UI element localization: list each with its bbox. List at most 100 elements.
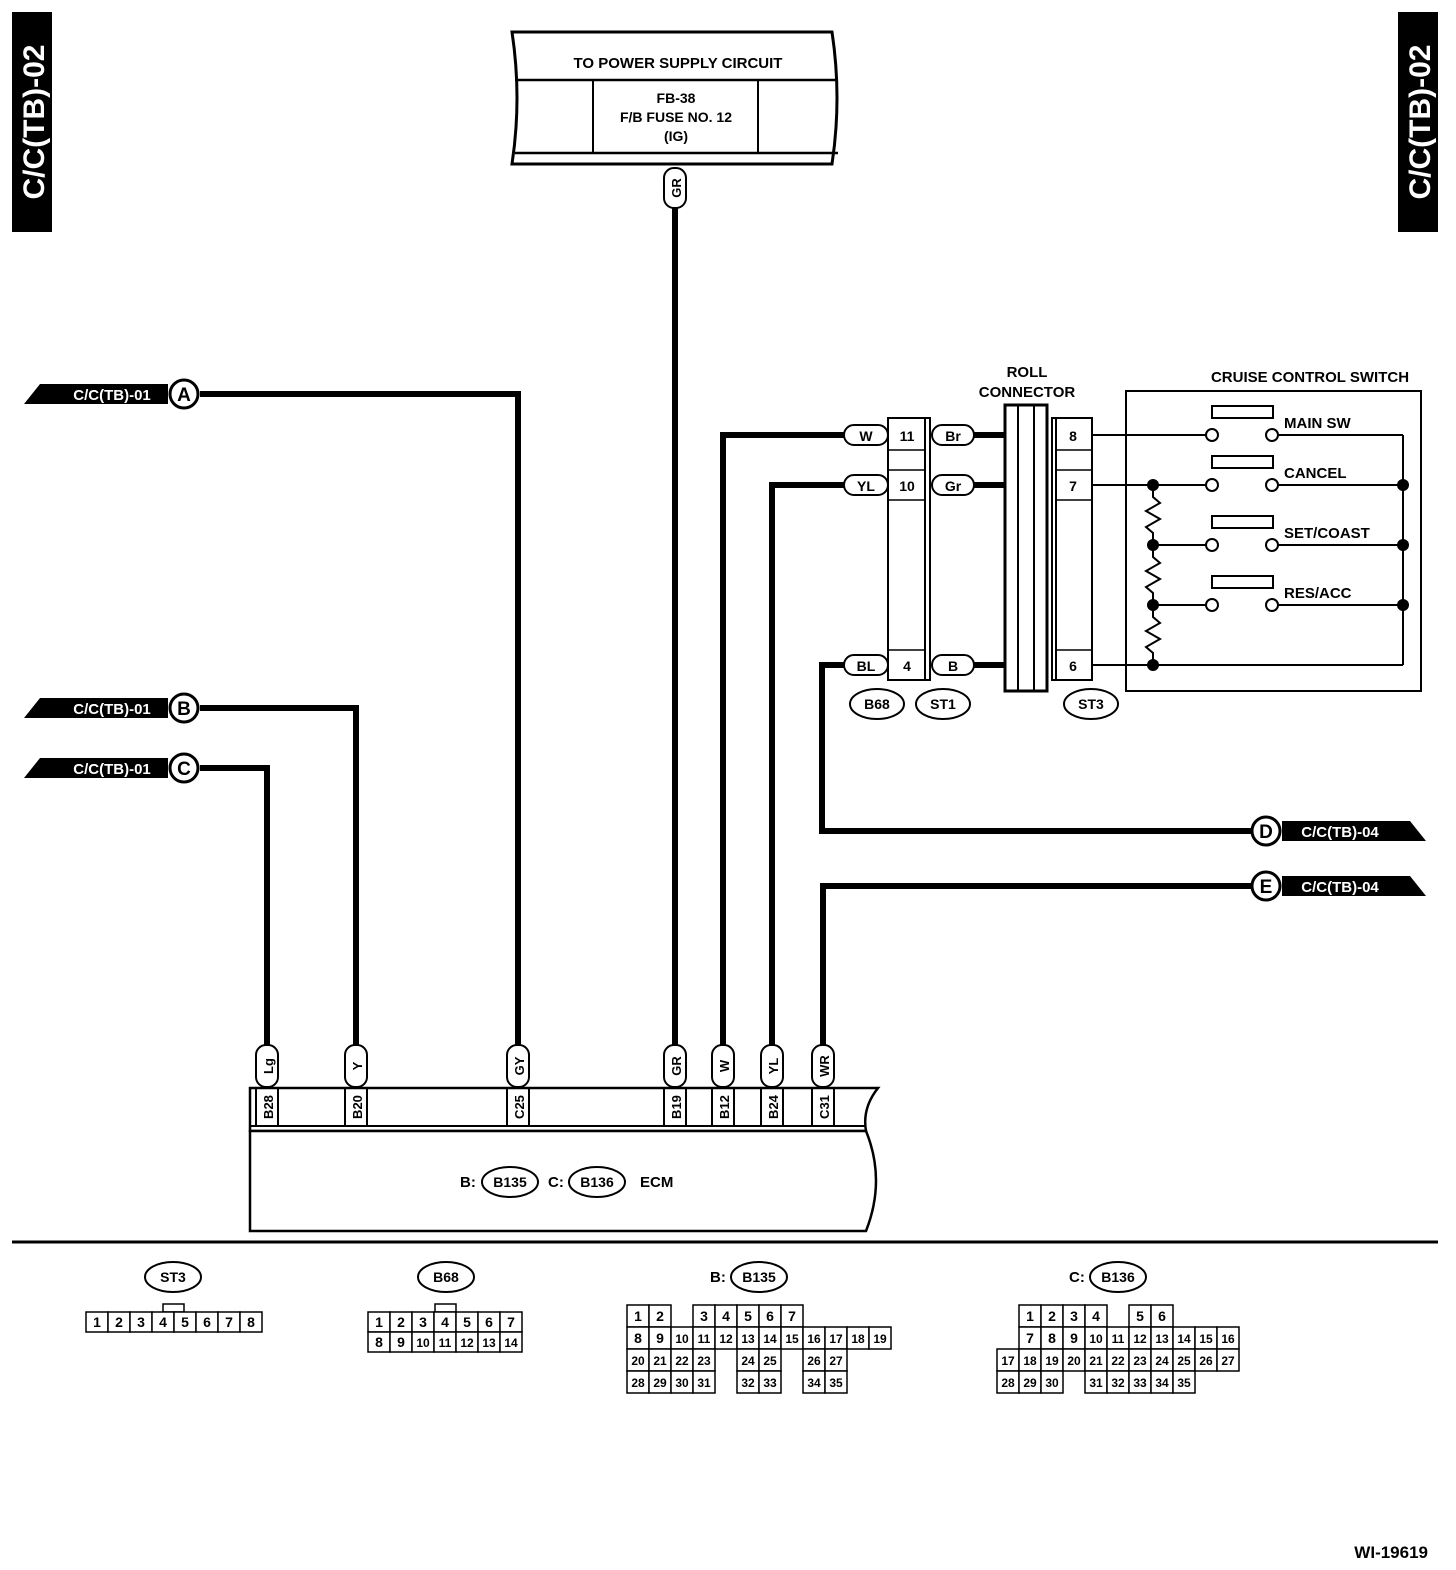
b135-pin-number: 7 bbox=[788, 1308, 796, 1324]
b136-pin-number: 30 bbox=[1045, 1376, 1059, 1390]
power-supply-box: TO POWER SUPPLY CIRCUIT FB-38 F/B FUSE N… bbox=[510, 30, 839, 166]
b136-pin-cell bbox=[1040, 1370, 1064, 1394]
b68-pin-4: 4 bbox=[903, 658, 911, 674]
b136-pin-number: 29 bbox=[1023, 1376, 1037, 1390]
b135-pin-cell bbox=[758, 1370, 782, 1394]
ecm-wire-labels: Lg Y GY GR W YL WR bbox=[255, 1044, 835, 1088]
wire-label-w: W bbox=[859, 428, 873, 444]
offpage-ref-d-letter: D bbox=[1259, 822, 1273, 843]
connector-tag-st1-text: ST1 bbox=[930, 696, 956, 712]
wire-c-lg bbox=[200, 765, 270, 1045]
b136-pin-number: 21 bbox=[1089, 1354, 1103, 1368]
b136-pin-number: 5 bbox=[1136, 1308, 1144, 1324]
st3-pin-number: 6 bbox=[203, 1314, 211, 1330]
connector-view-b68-tag: B68 bbox=[433, 1269, 459, 1285]
switch-label-res-acc: RES/ACC bbox=[1284, 585, 1352, 602]
connector-view-b136-tag: B136 bbox=[1101, 1269, 1135, 1285]
ecm-wire-y: Y bbox=[350, 1061, 365, 1070]
power-supply-title: TO POWER SUPPLY CIRCUIT bbox=[574, 55, 783, 72]
b136-pin-number: 28 bbox=[1001, 1376, 1015, 1390]
b136-pin-number: 17 bbox=[1001, 1354, 1015, 1368]
b136-pin-number: 9 bbox=[1070, 1330, 1078, 1346]
ecm-b-prefix: B: bbox=[460, 1174, 476, 1191]
b68-pin-cell bbox=[499, 1331, 523, 1353]
wires bbox=[200, 208, 1252, 1045]
ecm-pin-b28: B28 bbox=[261, 1095, 276, 1119]
b136-pin-number: 6 bbox=[1158, 1308, 1166, 1324]
wire-yl bbox=[769, 482, 844, 1045]
ecm-wire-wr: WR bbox=[817, 1055, 832, 1077]
b136-pin-number: 1 bbox=[1026, 1308, 1034, 1324]
offpage-ref-c-letter: C bbox=[177, 759, 191, 780]
b136-pin-number: 20 bbox=[1067, 1354, 1081, 1368]
offpage-ref-c-text: C/C(TB)-01 bbox=[73, 761, 151, 778]
b136-pin-number: 27 bbox=[1221, 1354, 1235, 1368]
b136-pin-number: 14 bbox=[1177, 1332, 1191, 1346]
harness-wire-labels-st1: Br Gr B bbox=[931, 424, 975, 676]
offpage-ref-b-letter: B bbox=[177, 699, 191, 720]
switch-label-cancel: CANCEL bbox=[1284, 465, 1347, 482]
st3-pin-number: 1 bbox=[93, 1314, 101, 1330]
ecm-pin-c25: C25 bbox=[512, 1095, 527, 1119]
b135-pin-number: 31 bbox=[697, 1376, 711, 1390]
connector-tag-st1: ST1 bbox=[915, 688, 971, 720]
b135-pin-number: 19 bbox=[873, 1332, 887, 1346]
offpage-ref-a-text: C/C(TB)-01 bbox=[73, 387, 151, 404]
b135-pin-number: 10 bbox=[675, 1332, 689, 1346]
ecm-wire-gy: GY bbox=[512, 1056, 527, 1075]
offpage-ref-e-letter: E bbox=[1260, 877, 1273, 898]
b136-pin-number: 13 bbox=[1155, 1332, 1169, 1346]
ecm-b-conn: B135 bbox=[493, 1174, 527, 1190]
st3-pin-number: 4 bbox=[159, 1314, 167, 1330]
offpage-ref-e-text: C/C(TB)-04 bbox=[1301, 879, 1379, 896]
b68-pin-number: 12 bbox=[460, 1336, 474, 1350]
connector-tag-st3: ST3 bbox=[1063, 688, 1119, 720]
b136-pin-number: 22 bbox=[1111, 1354, 1125, 1368]
connector-tag-b68-text: B68 bbox=[864, 696, 890, 712]
b135-pin-number: 28 bbox=[631, 1376, 645, 1390]
b135-pin-cell bbox=[692, 1370, 716, 1394]
b136-pin-number: 3 bbox=[1070, 1308, 1078, 1324]
st3-pin-cell bbox=[239, 1311, 263, 1333]
offpage-ref-b-text: C/C(TB)-01 bbox=[73, 701, 151, 718]
switch-label-main: MAIN SW bbox=[1284, 415, 1352, 432]
b136-pin-number: 8 bbox=[1048, 1330, 1056, 1346]
ecm-pin-b24: B24 bbox=[766, 1094, 781, 1119]
st3-pin-number: 8 bbox=[247, 1314, 255, 1330]
harness-wire-labels-left: W YL BL bbox=[843, 424, 889, 676]
b68-pin-10: 10 bbox=[899, 478, 915, 494]
b136-pin-number: 16 bbox=[1221, 1332, 1235, 1346]
b136-pin-number: 23 bbox=[1133, 1354, 1147, 1368]
page-tag-left-text: C/C(TB)-02 bbox=[18, 45, 51, 200]
ecm-wire-w: W bbox=[717, 1059, 732, 1072]
b136-pin-number: 32 bbox=[1111, 1376, 1125, 1390]
st3-pin-7: 7 bbox=[1069, 478, 1077, 494]
b68-pin-number: 14 bbox=[504, 1336, 518, 1350]
b136-pin-number: 7 bbox=[1026, 1330, 1034, 1346]
power-wire-color: GR bbox=[669, 178, 684, 198]
ecm-pin-c31: C31 bbox=[817, 1095, 832, 1119]
b136-pin-number: 33 bbox=[1133, 1376, 1147, 1390]
wire-b-y bbox=[200, 705, 359, 1045]
connector-view-b136-prefix: C: bbox=[1069, 1269, 1085, 1286]
b136-pin-number: 34 bbox=[1155, 1376, 1169, 1390]
b135-pin-number: 11 bbox=[698, 1332, 711, 1346]
b68-pin-number: 3 bbox=[419, 1314, 427, 1330]
wire-label-yl: YL bbox=[857, 478, 875, 494]
st3-pin-number: 2 bbox=[115, 1314, 123, 1330]
power-wire-label: GR bbox=[663, 167, 687, 209]
ecm-pin-b20: B20 bbox=[350, 1095, 365, 1119]
b136-pin-number: 4 bbox=[1092, 1308, 1100, 1324]
b135-pin-number: 33 bbox=[763, 1376, 777, 1390]
page-tag-left: C/C(TB)-02 bbox=[12, 12, 52, 232]
b135-pin-cell bbox=[824, 1370, 848, 1394]
b135-pin-number: 34 bbox=[807, 1376, 821, 1390]
ecm-module: B28 B20 C25 B19 B12 B24 C31 B: B135 C: B… bbox=[248, 1086, 881, 1233]
cruise-switch-title: CRUISE CONTROL SWITCH bbox=[1211, 369, 1409, 386]
b135-pin-number: 29 bbox=[653, 1376, 667, 1390]
b136-pin-cell bbox=[1172, 1370, 1196, 1394]
